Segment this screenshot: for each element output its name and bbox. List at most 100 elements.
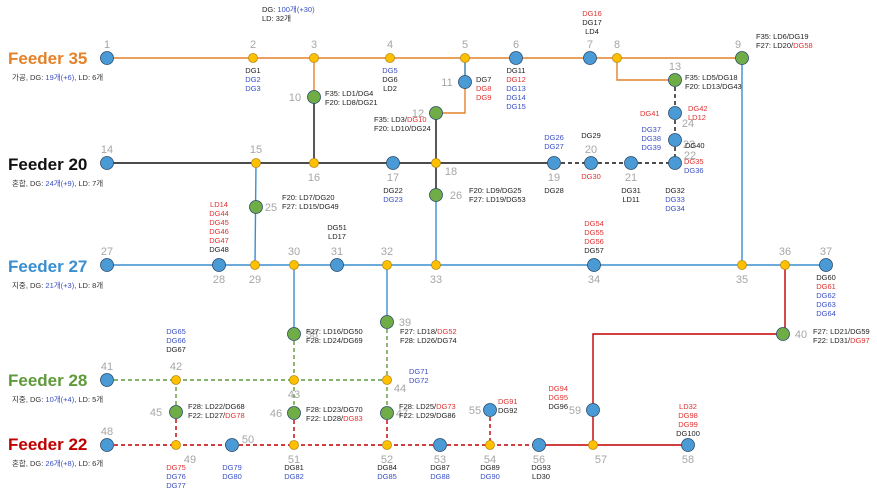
node-2: 2: [248, 39, 258, 63]
node-6: 6: [509, 39, 523, 65]
node-number: 33: [430, 274, 442, 286]
node-circle: [547, 156, 561, 170]
node-circle: [287, 327, 301, 341]
node-33: 33: [430, 260, 442, 286]
feeder-title-f27: Feeder 27 지중, DG: 21개(+3), LD: 8개: [8, 257, 103, 290]
node-28: 28: [212, 258, 226, 286]
node-circle: [587, 258, 601, 272]
node-number: 49: [184, 454, 196, 466]
node-48: 48: [100, 426, 114, 452]
node-number: 23: [683, 139, 695, 151]
node-10: 10: [289, 90, 321, 104]
node-circle: [485, 440, 495, 450]
node-circle: [100, 258, 114, 272]
node-23: 23: [668, 133, 695, 151]
svg-text:지중, DG: 21개(+3), LD: 8개: 지중, DG: 21개(+3), LD: 8개: [12, 280, 103, 290]
feeder-name: Feeder 27: [8, 257, 87, 276]
node-number: 4: [387, 39, 393, 51]
node-number: 16: [308, 172, 320, 184]
node-1: 1: [100, 39, 114, 65]
node-44: 44: [382, 375, 406, 395]
node-53: 53: [433, 438, 447, 466]
node-number: 42: [170, 361, 182, 373]
node-circle: [309, 53, 319, 63]
feeder-name: Feeder 22: [8, 435, 87, 454]
node-circle: [509, 51, 523, 65]
node-number: 24: [682, 118, 694, 130]
feeder-title-f22: Feeder 22 혼합, DG: 26개(+8), LD: 6개: [8, 435, 103, 468]
node-51: 51: [288, 440, 300, 466]
node-number: 8: [614, 39, 620, 51]
node-15: 15: [250, 144, 262, 168]
node-circle: [819, 258, 833, 272]
feeder-name: Feeder 20: [8, 155, 87, 174]
node-circle: [429, 106, 443, 120]
node-13: 13: [668, 61, 682, 87]
node-circle: [289, 375, 299, 385]
node-number: 51: [288, 454, 300, 466]
node-46: 46: [270, 406, 301, 420]
node-number: 45: [150, 407, 162, 419]
total-summary: DG: 100개(+30): [262, 4, 315, 14]
node-number: 14: [101, 144, 113, 156]
node-37: 37: [819, 246, 833, 272]
node-number: 5: [462, 39, 468, 51]
node-circle: [100, 51, 114, 65]
node-40: 40: [776, 327, 807, 341]
node-number: 19: [548, 172, 560, 184]
node-22: 22: [668, 150, 696, 170]
node-circle: [433, 438, 447, 452]
node-number: 32: [381, 246, 393, 258]
edge-15-29: [254, 162, 257, 266]
node-number: 58: [682, 454, 694, 466]
node-circle: [431, 260, 441, 270]
node-number: 13: [669, 61, 681, 73]
node-24: 24: [668, 106, 694, 130]
node-9: 9: [735, 39, 749, 65]
node-number: 20: [585, 144, 597, 156]
node-number: 1: [104, 39, 110, 51]
node-circle: [251, 158, 261, 168]
node-circle: [380, 315, 394, 329]
node-36: 36: [779, 246, 791, 270]
node-circle: [330, 258, 344, 272]
node-circle: [588, 440, 598, 450]
node-number: 21: [625, 172, 637, 184]
node-number: 26: [450, 190, 462, 202]
node-number: 34: [588, 274, 600, 286]
label-n20t: DG29: [581, 131, 601, 140]
node-circle: [668, 73, 682, 87]
svg-text:혼합, DG: 26개(+8), LD: 6개: 혼합, DG: 26개(+8), LD: 6개: [12, 458, 103, 468]
node-number: 22: [684, 150, 696, 162]
node-number: 44: [394, 383, 406, 395]
node-number: 15: [250, 144, 262, 156]
feeder-name: Feeder 35: [8, 49, 87, 68]
node-circle: [668, 106, 682, 120]
node-number: 3: [311, 39, 317, 51]
node-circle: [681, 438, 695, 452]
node-circle: [382, 260, 392, 270]
node-number: 17: [387, 172, 399, 184]
node-number: 10: [289, 92, 301, 104]
